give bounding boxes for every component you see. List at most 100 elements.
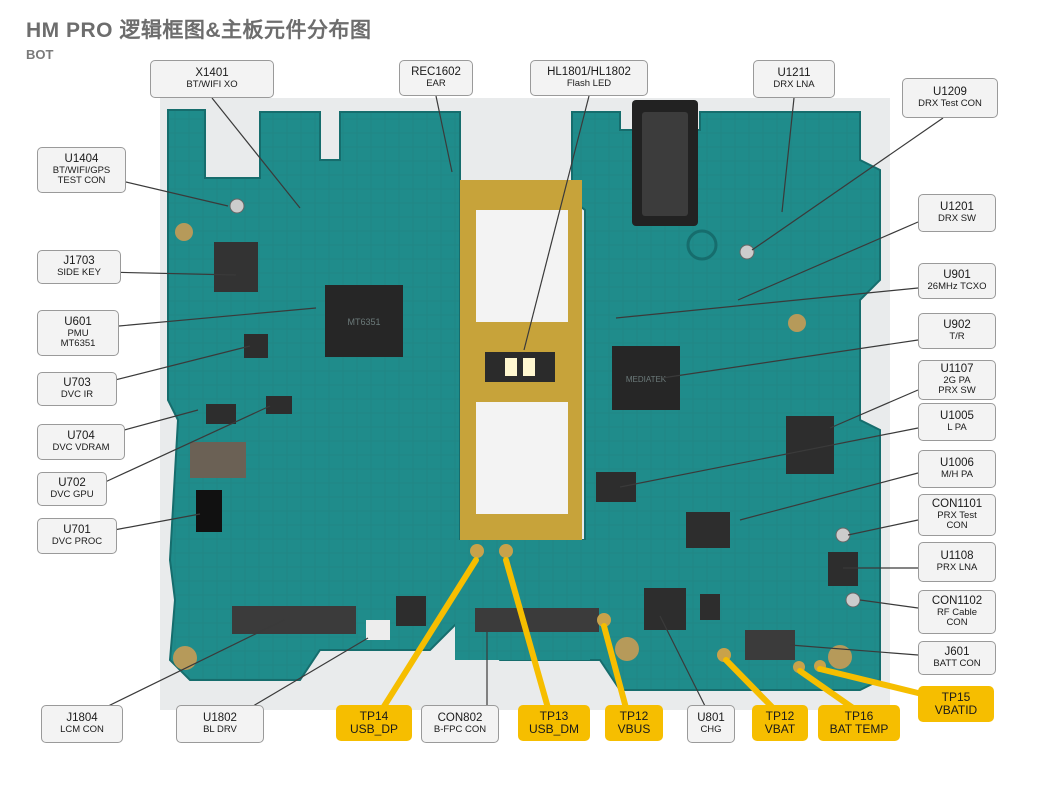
mount-hole bbox=[175, 223, 193, 241]
callout-ref: U1209 bbox=[933, 86, 967, 99]
pa-chip-2g bbox=[786, 416, 834, 474]
callout-desc: DRX SW bbox=[938, 213, 976, 225]
page-title: HM PRO 逻辑框图&主板元件分布图 bbox=[26, 19, 372, 42]
callout-desc: Flash LED bbox=[566, 78, 612, 90]
callout-desc: 2G PA bbox=[943, 374, 971, 386]
callout-desc: CON bbox=[946, 520, 968, 532]
callout-ref: U704 bbox=[67, 430, 95, 443]
callout-desc: L PA bbox=[947, 422, 967, 434]
mount-hole bbox=[828, 645, 852, 669]
callout-ref: J1804 bbox=[66, 712, 98, 725]
callout-ref: U801 bbox=[697, 712, 725, 725]
coax-connector bbox=[845, 592, 861, 608]
callout-ref: U1108 bbox=[940, 550, 974, 563]
callout-ref: U702 bbox=[58, 477, 86, 490]
callout-desc: M/H PA bbox=[940, 469, 974, 481]
callout-ref: U1107 bbox=[940, 363, 974, 376]
callout-desc: VBATID bbox=[934, 703, 978, 717]
bl-driver-chip bbox=[396, 596, 426, 626]
mount-ring bbox=[686, 229, 718, 261]
callout-desc: LCM CON bbox=[60, 724, 104, 736]
callout-desc: PRX SW bbox=[938, 385, 976, 397]
callout-desc: DRX LNA bbox=[773, 79, 815, 91]
page-subtitle: BOT bbox=[26, 47, 54, 62]
callout-desc: USB_DM bbox=[528, 722, 579, 736]
callout-ref: U701 bbox=[63, 524, 91, 537]
mount-hole bbox=[788, 314, 806, 332]
frame-window-top bbox=[476, 210, 568, 322]
side-key-connector bbox=[214, 242, 258, 292]
callout-desc: VBUS bbox=[617, 722, 651, 736]
callout-ref: J1703 bbox=[63, 255, 95, 268]
callout-ref: U901 bbox=[943, 269, 971, 282]
frame-window-bottom bbox=[476, 402, 568, 514]
callout-ref: U1404 bbox=[64, 153, 99, 166]
mount-hole bbox=[173, 646, 197, 670]
callout-ref: TP12 bbox=[765, 708, 795, 723]
callout-desc: BATT CON bbox=[933, 658, 981, 670]
test-pad-tp14 bbox=[470, 544, 484, 558]
callout-desc: DVC IR bbox=[60, 389, 94, 401]
callout-ref: CON802 bbox=[437, 712, 483, 725]
coax-connector bbox=[835, 527, 851, 543]
callout-ref: TP13 bbox=[539, 708, 569, 723]
callout-desc: TEST CON bbox=[57, 175, 106, 187]
flash-led-1 bbox=[505, 358, 517, 376]
callout-desc: MT6351 bbox=[60, 338, 96, 350]
leader-lines bbox=[95, 95, 944, 713]
small-chip bbox=[700, 594, 720, 620]
callout-ref: TP16 bbox=[844, 708, 874, 723]
callout-desc: BL DRV bbox=[203, 724, 237, 736]
mount-hole bbox=[615, 637, 639, 661]
inductor-group bbox=[190, 442, 246, 478]
callout-ref: CON1101 bbox=[931, 498, 983, 511]
callout-desc: CHG bbox=[700, 724, 722, 736]
callout-desc: DVC PROC bbox=[51, 536, 103, 548]
vdram-chip bbox=[206, 404, 236, 424]
pa-chip-lpa bbox=[596, 472, 636, 502]
callout-desc: BAT TEMP bbox=[829, 722, 889, 736]
flash-led-block bbox=[485, 352, 555, 382]
callout-ref: J601 bbox=[944, 646, 970, 659]
callout-ref: U1802 bbox=[203, 712, 237, 725]
callout-ref: CON1102 bbox=[931, 595, 983, 608]
callout-desc: B-FPC CON bbox=[433, 724, 487, 736]
coax-connector bbox=[229, 198, 245, 214]
pa-chip-mhpa bbox=[686, 512, 730, 548]
callout-ref: TP14 bbox=[359, 708, 389, 723]
coax-connector bbox=[739, 244, 755, 260]
transceiver-chip bbox=[612, 346, 680, 410]
test-pad-tp13 bbox=[499, 544, 513, 558]
callout-ref: TP12 bbox=[619, 708, 649, 723]
callout-desc: DVC GPU bbox=[50, 489, 94, 501]
callout-ref: U1211 bbox=[777, 67, 811, 80]
callout-desc: DRX Test CON bbox=[918, 98, 982, 110]
callout-desc: EAR bbox=[426, 78, 446, 90]
flash-led-2 bbox=[523, 358, 535, 376]
test-pad-tp12-vbus bbox=[597, 613, 611, 627]
